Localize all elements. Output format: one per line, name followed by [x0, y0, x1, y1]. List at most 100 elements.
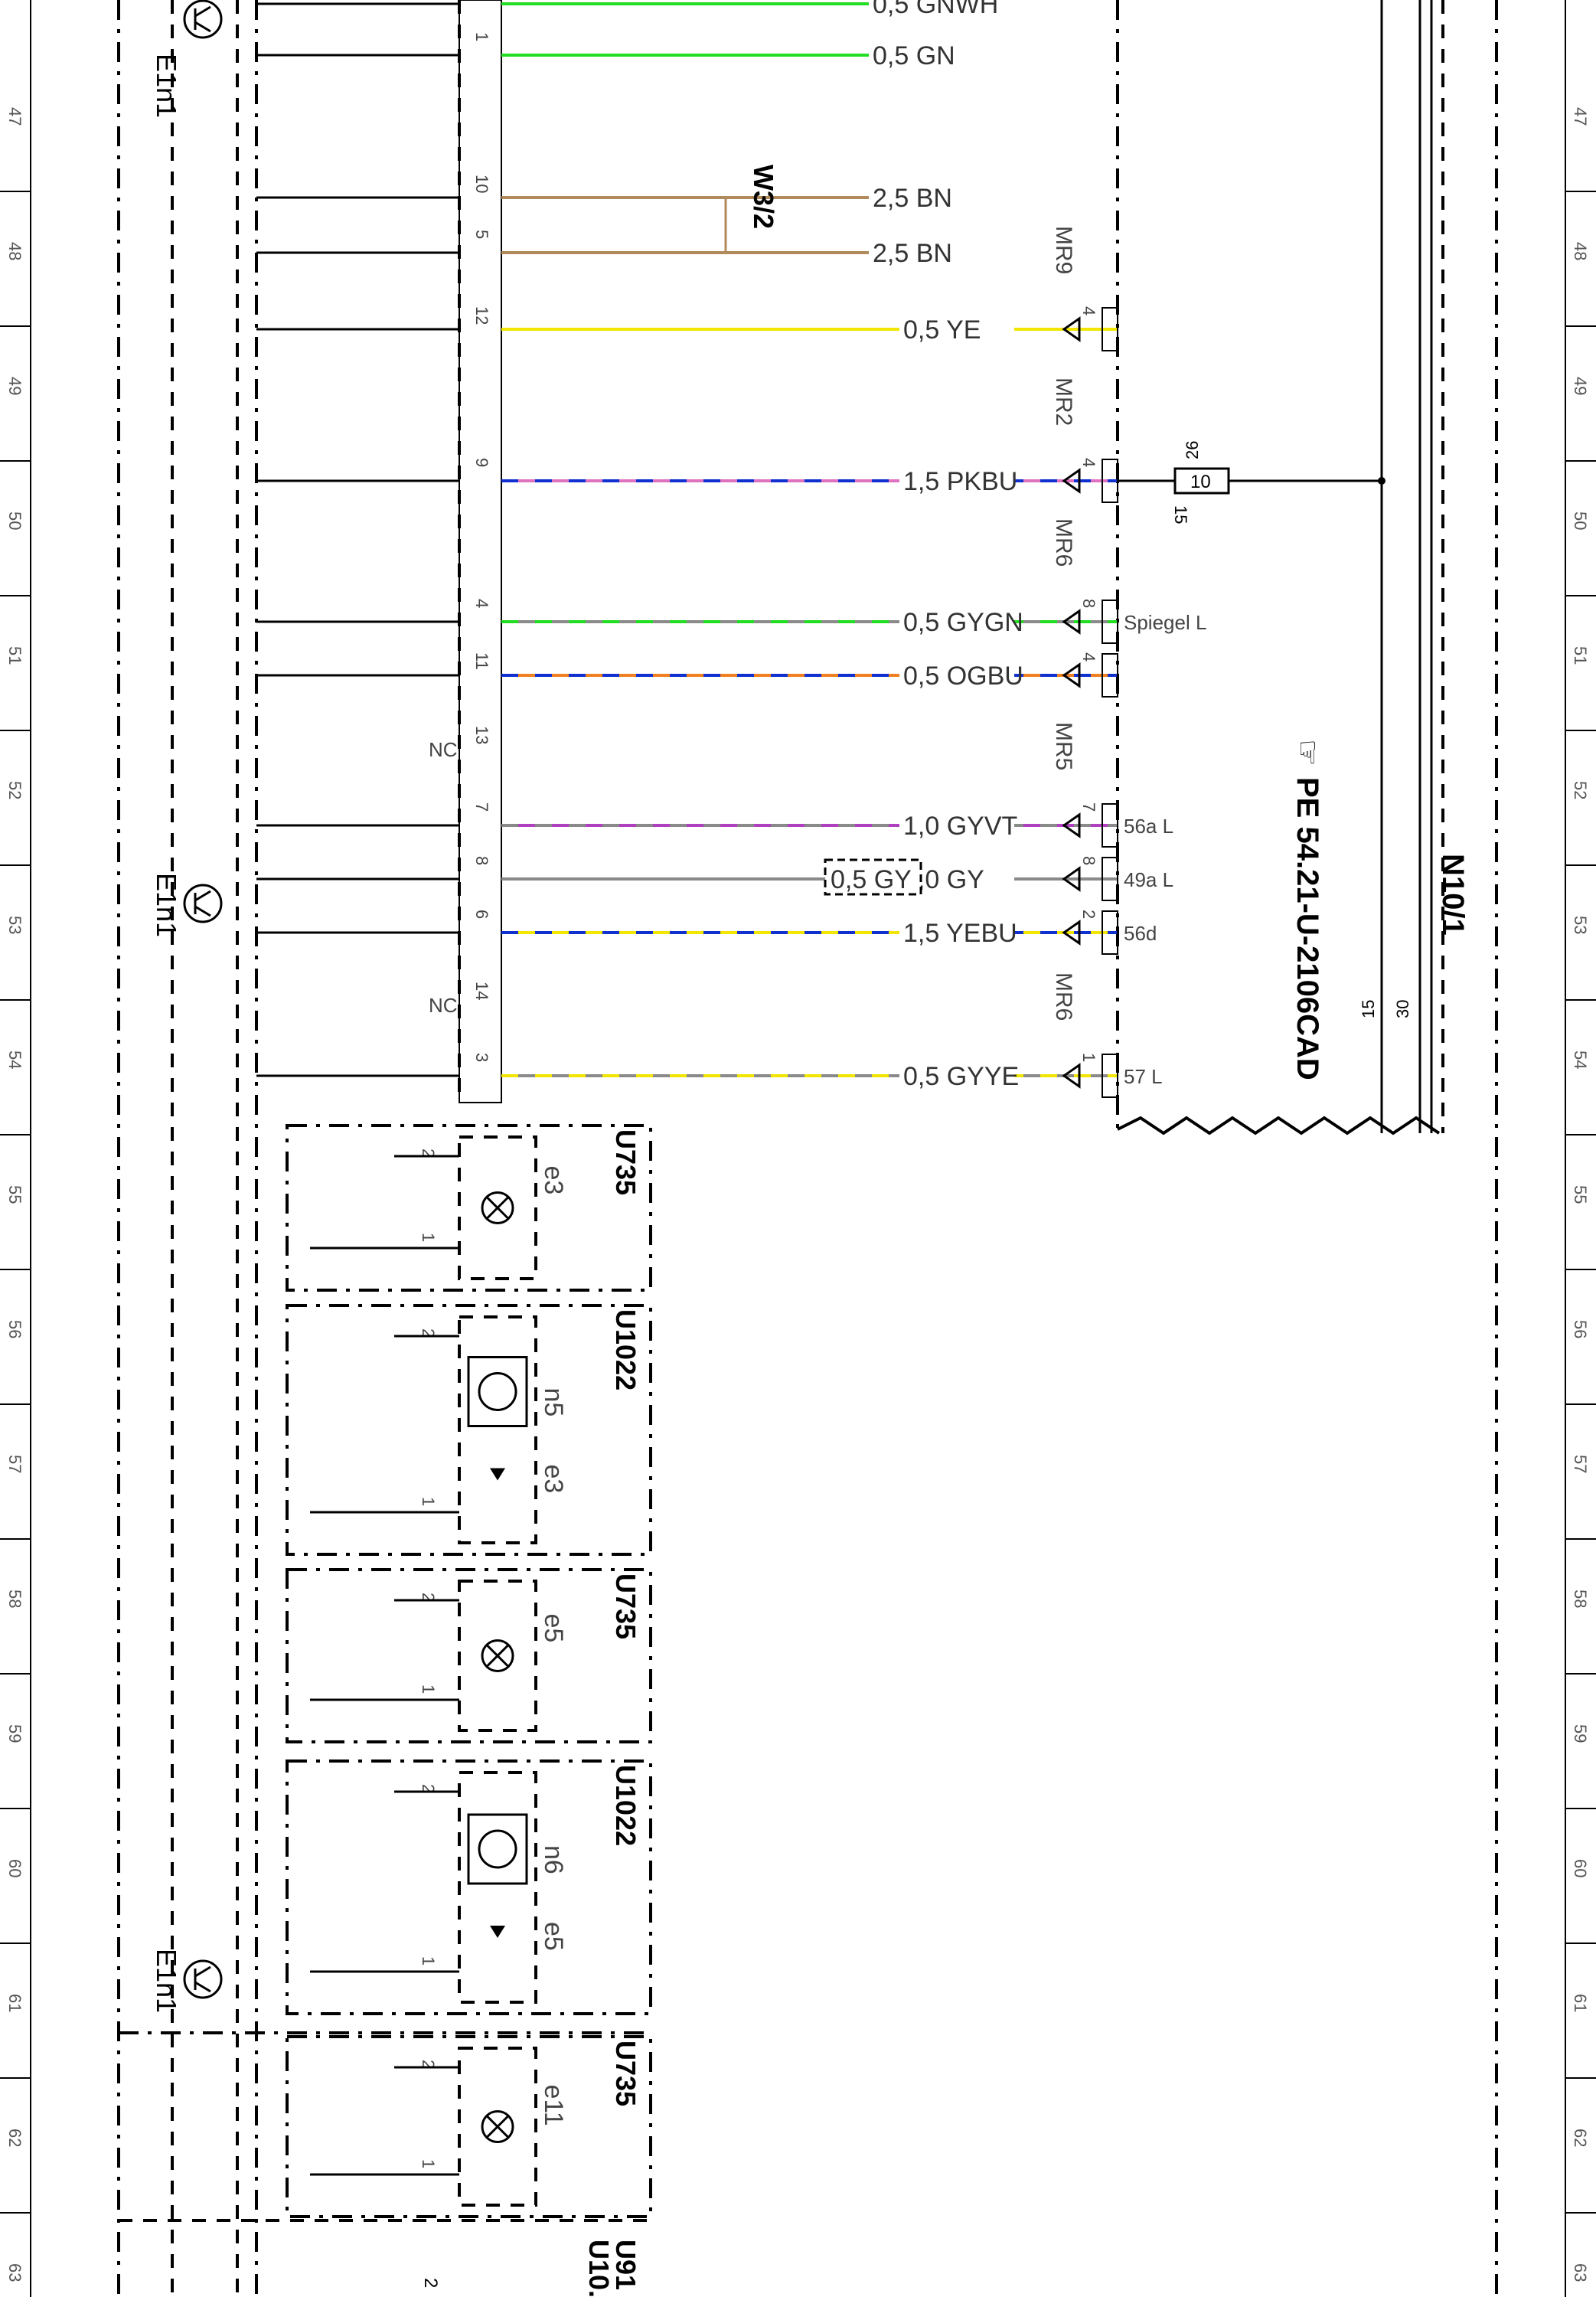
w3-2-ground: W3/2 — [666, 165, 779, 254]
wire-label: 0,5 YE — [903, 315, 981, 345]
bottom-pin-2: 2 — [420, 2278, 441, 2288]
ruler-number: 54 — [1571, 1050, 1590, 1069]
module-element: e5 — [539, 1614, 568, 1643]
ruler-number: 61 — [1571, 1994, 1590, 2012]
connector-name: MR9 — [1051, 226, 1076, 274]
wire-end-label: Spiegel L — [1124, 611, 1206, 634]
ruler-number: 51 — [5, 646, 24, 665]
module-pin: 1 — [419, 1233, 438, 1242]
ruler-number: 62 — [1571, 2129, 1590, 2147]
connector-pin: 4 — [1079, 652, 1098, 662]
connector-arrow — [1062, 316, 1081, 342]
pin-number: 12 — [472, 306, 491, 325]
pe-reference-label: PE 54.21-U-2106CAD — [1291, 777, 1324, 1080]
wire-label-bg — [869, 0, 984, 18]
ruler-number: 60 — [1571, 1859, 1590, 1877]
wire-label-bg — [899, 464, 1014, 495]
ruler-number: 61 — [5, 1994, 24, 2012]
e1n1-symbols: E1n1 E1n1 E1n1 — [151, 0, 223, 2013]
connector-pin: 8 — [1079, 599, 1098, 608]
wire-label: 2,5 BN — [873, 239, 952, 268]
led-icon — [490, 1926, 505, 1938]
n10-1-bus: 15 30 N10/1 — [1117, 0, 1470, 1135]
pin-number: 8 — [472, 856, 491, 865]
fuse: 10 26 15 — [1118, 441, 1385, 524]
wire-row: 12 0,5 YE 4 MR9 — [256, 226, 1118, 351]
led-icon — [490, 1468, 505, 1481]
connector-block — [1102, 910, 1118, 955]
ruler-number: 53 — [5, 916, 24, 934]
nc-label: NC — [429, 994, 458, 1017]
module-inner — [458, 1135, 537, 1280]
connector-arrow — [1062, 609, 1081, 635]
alt-wire-label: 0,5 GY — [831, 865, 912, 894]
wire-row: 1 0,5 GN — [256, 32, 984, 70]
connector-arrow — [1062, 812, 1081, 838]
transistor-icon — [467, 1356, 528, 1427]
module-inner — [458, 1315, 537, 1544]
lamp-icon — [481, 1639, 514, 1672]
ruler-number: 52 — [5, 781, 24, 799]
wire-label: 0,5 GN — [873, 41, 955, 70]
wire-end-label: 56a L — [1124, 815, 1173, 838]
module-element: n6 — [539, 1845, 568, 1874]
module-name: U1022 — [610, 1309, 641, 1390]
connector-pin: 2 — [1079, 910, 1098, 919]
wire-label-bg — [899, 809, 1014, 839]
wire-label: 1,5 YEBU — [903, 919, 1017, 948]
ruler-number: 48 — [1571, 242, 1590, 260]
n10-1-label: N10/1 — [1436, 854, 1470, 936]
wire-label: 0,5 GYYE — [903, 1062, 1019, 1091]
alt-wire-box — [824, 858, 922, 896]
pin-number: 1 — [472, 32, 491, 41]
frame-lines — [117, 0, 1498, 2297]
module-element: n5 — [539, 1388, 568, 1417]
module-element: e11 — [539, 2085, 568, 2126]
fuse-pin-out: 15 — [1171, 505, 1190, 524]
pin-number: 4 — [472, 599, 491, 608]
lamp-icon — [481, 1191, 514, 1224]
connector-block — [1102, 307, 1118, 351]
ruler-number: 59 — [5, 1724, 24, 1743]
ruler-number: 57 — [1571, 1455, 1590, 1473]
module-inner — [458, 1580, 537, 1732]
module-name: U735 — [610, 1129, 641, 1195]
ruler-number: 53 — [1571, 916, 1590, 934]
connector-arrow — [1062, 1063, 1081, 1089]
connector-pin: 4 — [1079, 306, 1098, 315]
module-outline — [286, 1760, 652, 2015]
module-name: U735 — [610, 1573, 641, 1639]
ruler-number: 57 — [5, 1455, 24, 1473]
module-outline — [286, 2035, 652, 2218]
fuse-value: 10 — [1190, 472, 1211, 492]
connector-name: MR6 — [1051, 972, 1076, 1021]
pin-number: 6 — [472, 910, 491, 919]
module-set: U735e321U1022n5e321U735e521U1022n6e521U7… — [286, 1124, 652, 2218]
wire-label-bg — [899, 916, 1014, 946]
main-connector — [459, 0, 502, 1103]
module-sub-element: e5 — [539, 1922, 568, 1951]
module-name: U1022 — [610, 1765, 641, 1846]
wire-label-bg — [899, 658, 1014, 689]
wire-label-bg — [869, 38, 984, 69]
bottom-label-u91: U91 — [610, 2240, 641, 2290]
e1n1-label-3: E1n1 — [151, 1949, 182, 2013]
module-inner — [458, 1771, 537, 2004]
module-sub-element: e3 — [539, 1465, 568, 1494]
wire-label-bg — [899, 1059, 1014, 1090]
ruler-number: 50 — [1571, 511, 1590, 530]
ruler-number: 56 — [1571, 1320, 1590, 1338]
lamp-icon — [481, 2110, 514, 2143]
pin-number: 5 — [472, 230, 491, 239]
connector-name: MR5 — [1051, 722, 1076, 770]
connector-arrow — [1062, 468, 1081, 494]
